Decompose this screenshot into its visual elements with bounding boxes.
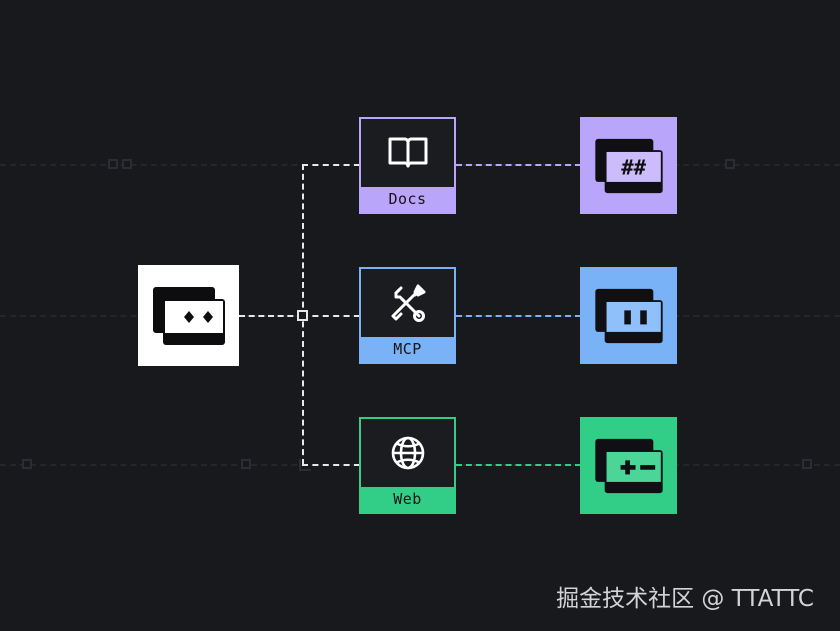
connector-docs-to-tile-hash	[456, 164, 581, 166]
card-web-body	[361, 419, 454, 487]
watermark: 掘金技术社区 @ TTATTC	[556, 586, 814, 612]
card-mcp-body	[361, 269, 454, 337]
tile-hash[interactable]: ##	[580, 117, 677, 214]
tile-bars[interactable]	[580, 267, 677, 364]
connector-junction	[297, 310, 308, 321]
connector-junction-to-mcp	[302, 315, 360, 317]
connector-junction-to-web	[302, 464, 360, 466]
card-docs-label: Docs	[361, 187, 454, 212]
card-docs-body	[361, 119, 454, 187]
background-marker-top-a	[108, 159, 118, 169]
background-marker-bottom-c	[802, 459, 812, 469]
frame-two-bars-icon	[593, 287, 665, 345]
background-marker-bottom-a	[22, 459, 32, 469]
frame-plus-minus-icon	[593, 437, 665, 495]
connector-mcp-to-tile-bars	[456, 315, 581, 317]
card-web[interactable]: Web	[359, 417, 456, 514]
frame-two-diamonds-icon	[151, 285, 227, 347]
root-logo-node[interactable]	[138, 265, 239, 366]
connector-junction-to-docs	[302, 164, 360, 166]
background-marker-top-b	[122, 159, 132, 169]
background-marker-top-c	[725, 159, 735, 169]
wrench-screwdriver-icon	[388, 283, 428, 323]
card-mcp[interactable]: MCP	[359, 267, 456, 364]
connector-web-to-tile-plus-minus	[456, 464, 581, 466]
background-marker-bottom-b	[241, 459, 251, 469]
globe-icon	[388, 433, 428, 473]
connector-root-to-junction	[239, 315, 303, 317]
svg-text:##: ##	[621, 155, 646, 179]
tile-plus-minus[interactable]	[580, 417, 677, 514]
frame-hash-hash-icon: ##	[593, 137, 665, 195]
background-corner-bottom	[299, 459, 311, 471]
card-web-label: Web	[361, 487, 454, 512]
open-book-icon	[387, 135, 429, 171]
card-mcp-label: MCP	[361, 337, 454, 362]
card-docs[interactable]: Docs	[359, 117, 456, 214]
